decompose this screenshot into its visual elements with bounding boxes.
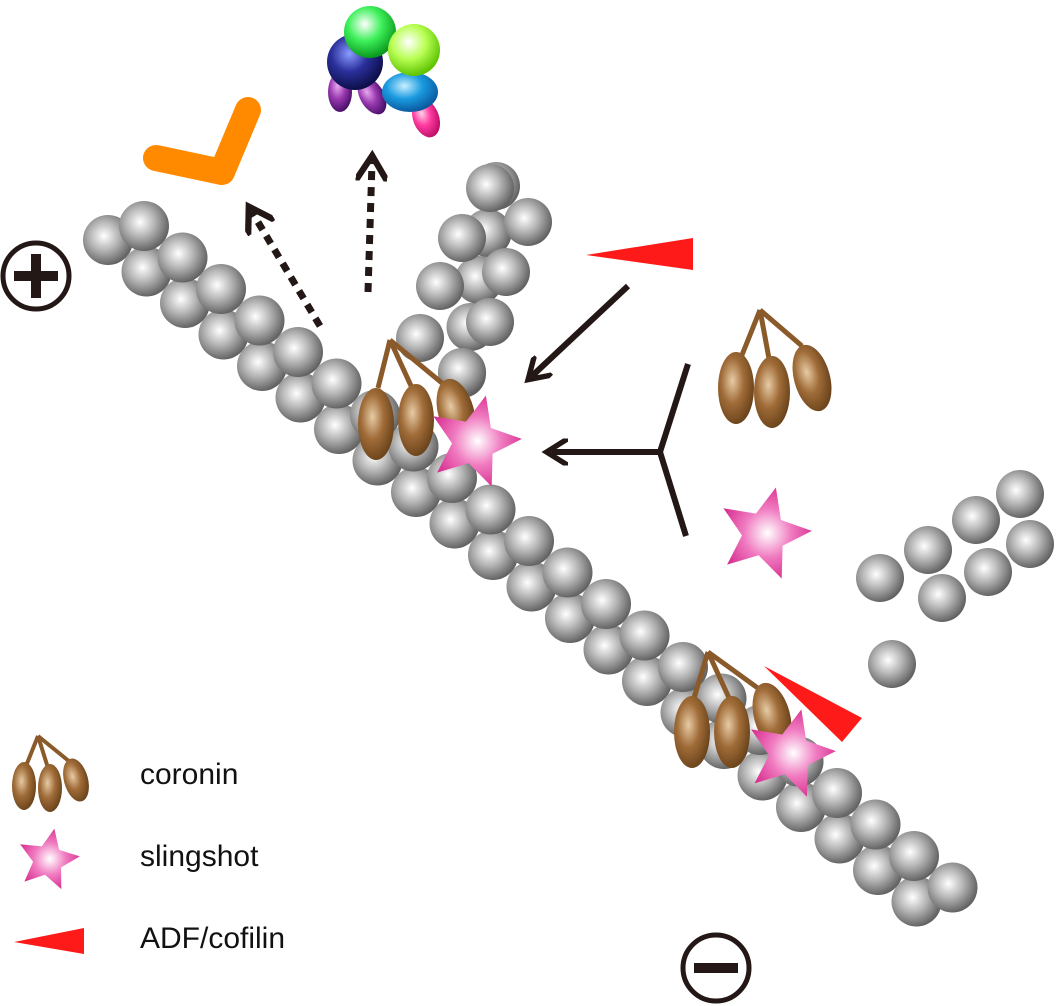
actin-monomer	[868, 640, 916, 688]
actin-monomer	[427, 453, 477, 503]
actin-monomer	[904, 526, 952, 574]
legend-label-slingshot: slingshot	[140, 840, 259, 873]
legend-label-coronin: coronin	[140, 758, 239, 791]
release-arrow-orange	[252, 212, 324, 328]
main-actin-filament	[83, 201, 978, 927]
actin-monomer	[581, 579, 631, 629]
actin-monomer	[234, 295, 285, 346]
actin-monomer	[952, 496, 1000, 544]
release-arrow-complex	[368, 162, 372, 293]
actin-fragment	[856, 470, 1054, 688]
adf-cofilin-icon	[586, 238, 693, 270]
convergence-arrow	[552, 363, 691, 537]
protein-complex-icon	[327, 6, 441, 138]
legend-slingshot-icon	[20, 828, 80, 890]
actin-monomer	[504, 516, 554, 566]
actin-monomer	[466, 298, 514, 346]
actin-monomer	[1006, 520, 1054, 568]
legend-coronin-icon	[12, 734, 89, 812]
minus-end-icon	[680, 932, 752, 1004]
actin-monomer	[856, 554, 904, 602]
plus-end-icon	[0, 240, 72, 312]
actin-monomer	[889, 831, 939, 881]
actin-monomer	[542, 547, 593, 598]
actin-monomer	[119, 201, 169, 251]
actin-monomer	[196, 264, 246, 314]
coronin-icon	[718, 308, 832, 428]
adf-cofilin-icon	[764, 666, 862, 742]
actin-monomer	[466, 164, 514, 212]
legend-adf-cofilin-icon	[14, 928, 84, 954]
actin-monomer	[996, 470, 1044, 518]
actin-monomer	[850, 799, 901, 850]
slingshot-icon	[723, 487, 812, 579]
slingshot-icon	[751, 709, 836, 797]
actin-monomer	[311, 358, 362, 409]
actin-monomer	[619, 610, 670, 661]
actin-monomer	[438, 214, 486, 262]
actin-monomer	[918, 574, 966, 622]
actin-monomer	[465, 484, 516, 535]
cofilin-arrow	[532, 283, 631, 376]
actin-monomer	[504, 198, 552, 246]
actin-monomer	[964, 548, 1012, 596]
actin-monomer	[416, 262, 464, 310]
legend-label-adf-cofilin: ADF/cofilin	[140, 922, 286, 955]
actin-monomer	[273, 327, 323, 377]
actin-monomer	[157, 232, 208, 283]
orange-protein-icon	[143, 97, 261, 185]
actin-monomer	[812, 768, 862, 818]
actin-monomer	[396, 314, 444, 362]
actin-monomer	[927, 862, 978, 913]
slingshot-icon	[433, 395, 522, 487]
actin-monomer	[658, 642, 708, 692]
actin-monomer	[482, 248, 530, 296]
